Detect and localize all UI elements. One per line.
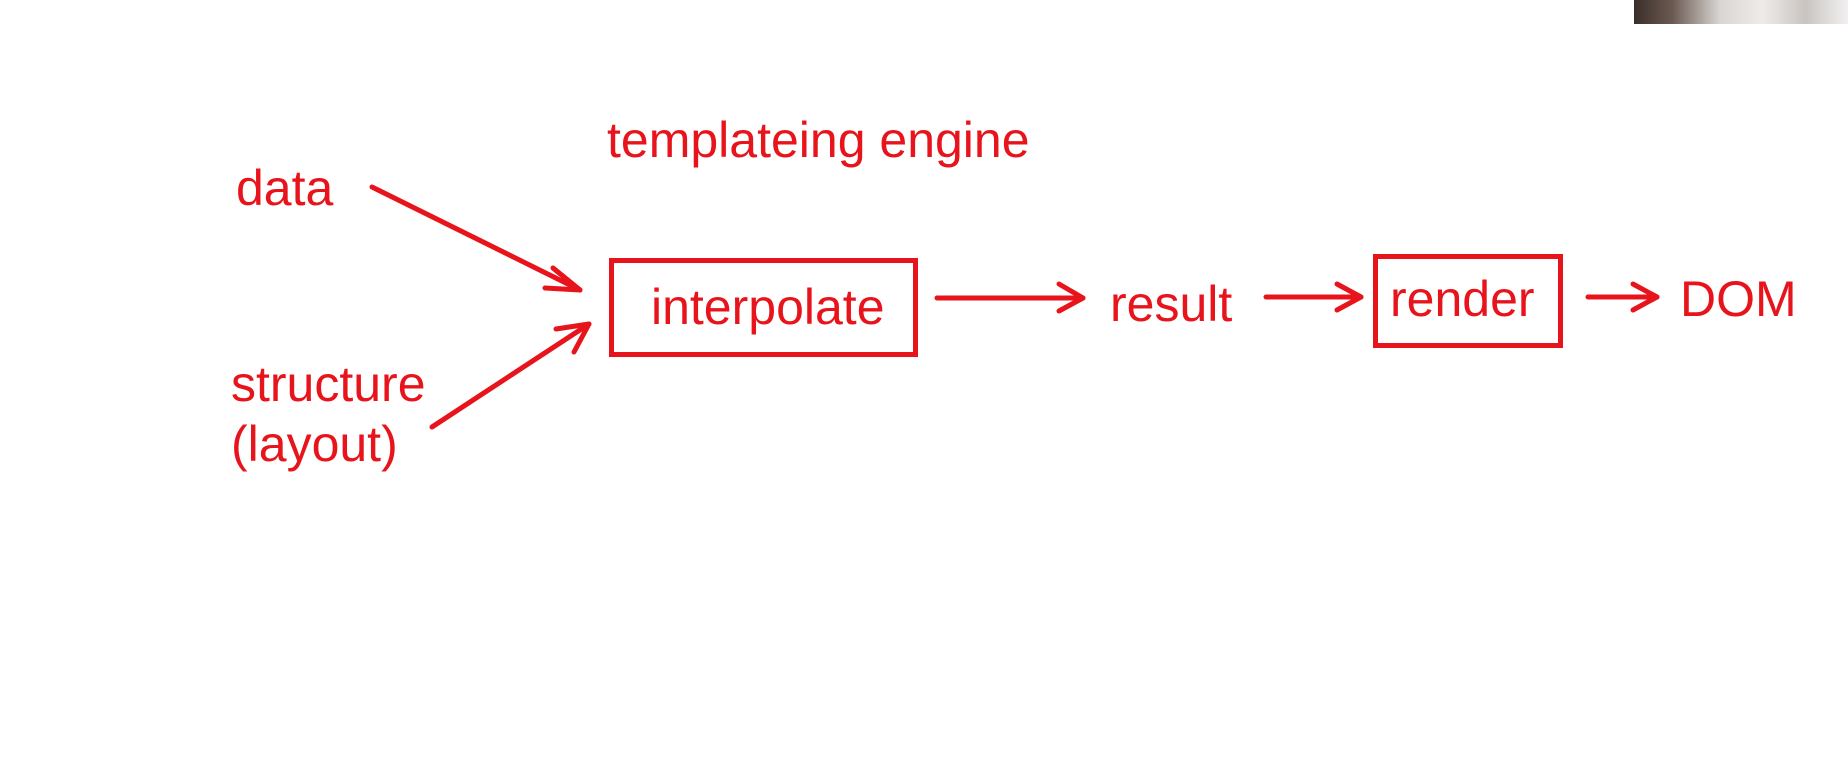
render-box (1373, 254, 1563, 348)
data-label: data (236, 160, 334, 216)
arrow-result-to-render (1263, 281, 1364, 313)
diagram-title: templateing engine (607, 112, 1030, 168)
interpolate-box (609, 258, 918, 357)
result-label: result (1110, 276, 1233, 332)
interpolate-label: interpolate (651, 279, 885, 335)
render-label: render (1390, 271, 1535, 327)
arrow-render-to-dom (1585, 281, 1660, 313)
arrow-data-to-interpolate (369, 184, 583, 293)
arrow-structure-to-interpolate (429, 321, 592, 430)
webcam-thumbnail (1634, 0, 1848, 24)
structure-label: structure (layout) (231, 356, 426, 472)
arrow-interpolate-to-result (934, 281, 1086, 314)
dom-label: DOM (1680, 271, 1797, 327)
